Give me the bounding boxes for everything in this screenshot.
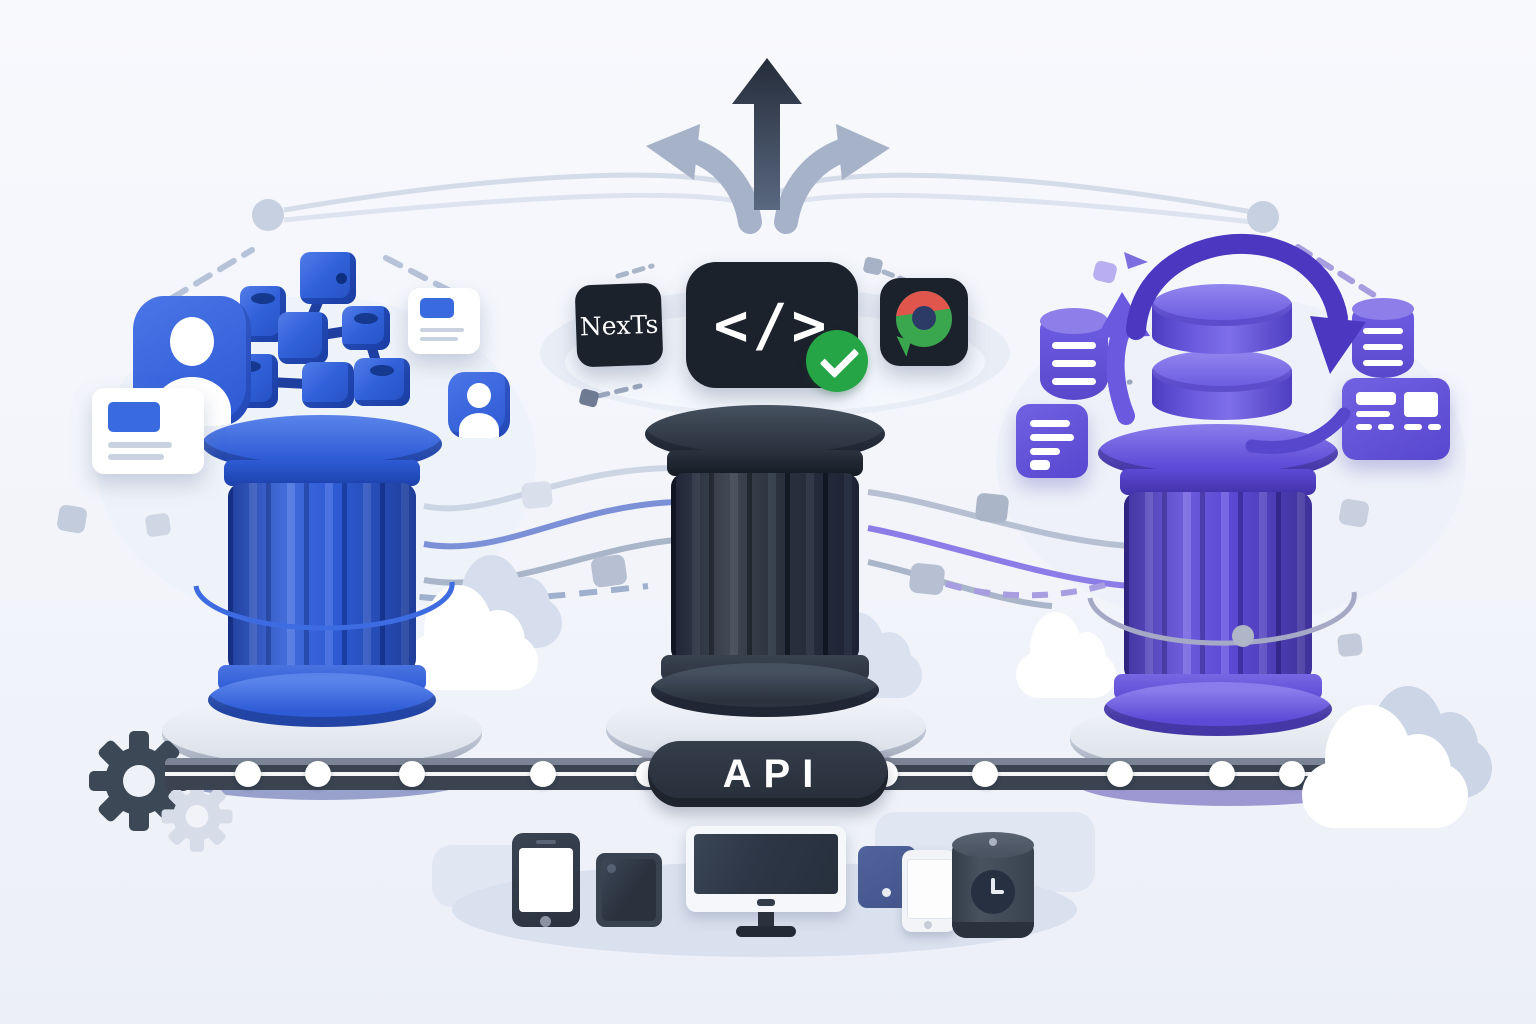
- api-node-dot: [1279, 761, 1305, 787]
- database-icon: [1352, 298, 1414, 378]
- block-cube: [300, 252, 356, 304]
- user-icon-small: [448, 372, 510, 438]
- clock-icon: [971, 870, 1015, 914]
- database-icon: [1040, 308, 1108, 400]
- api-node-dot: [530, 761, 556, 787]
- api-label: API: [722, 751, 826, 796]
- block-cube: [278, 312, 328, 364]
- browser-logo-icon: [896, 291, 952, 347]
- check-icon: [806, 330, 868, 392]
- api-label-plate: API: [648, 741, 888, 807]
- dashboard-icon: [1342, 378, 1450, 460]
- block-cube: [342, 306, 390, 350]
- card-icon: [92, 388, 204, 474]
- pillar-core: [645, 405, 885, 719]
- orbit-ring-icon: [193, 581, 1357, 647]
- api-node-dot: [1209, 761, 1235, 787]
- api-node-dot: [235, 761, 261, 787]
- api-node-dot: [972, 761, 998, 787]
- smart-speaker-icon: [952, 832, 1034, 938]
- document-icon: [1016, 404, 1088, 478]
- database-stack-icon: [1152, 284, 1292, 436]
- packet-icons: [57, 252, 1369, 657]
- block-cube: [354, 358, 410, 406]
- branch-arrows-icon: [646, 58, 890, 234]
- card-icon-small: [408, 288, 480, 354]
- cloud-icon: [406, 585, 538, 690]
- white-phone-icon: [902, 850, 956, 932]
- gear-icon-small: [161, 780, 233, 852]
- curve-dot-left: [252, 199, 284, 231]
- api-node-dot: [305, 761, 331, 787]
- api-node-dot: [1107, 761, 1133, 787]
- browser-badge: [880, 278, 968, 366]
- api-node-dot: [399, 761, 425, 787]
- cloud-icon: [1016, 612, 1116, 698]
- pillar-frontend: [202, 415, 442, 729]
- curve-dot-right: [1247, 201, 1279, 233]
- monitor-icon: [686, 826, 846, 937]
- sync-arrows-icon: [1096, 233, 1366, 455]
- block-cube: [302, 362, 354, 408]
- cloud-icon: [1302, 704, 1468, 828]
- paper-plane-icon: [1124, 252, 1148, 269]
- pillar-database: [1098, 424, 1338, 738]
- gear-icon: [89, 731, 189, 831]
- tablet-icon: [596, 853, 662, 927]
- dataflow-lines-right: [867, 489, 1131, 609]
- smartphone-icon: [512, 833, 580, 927]
